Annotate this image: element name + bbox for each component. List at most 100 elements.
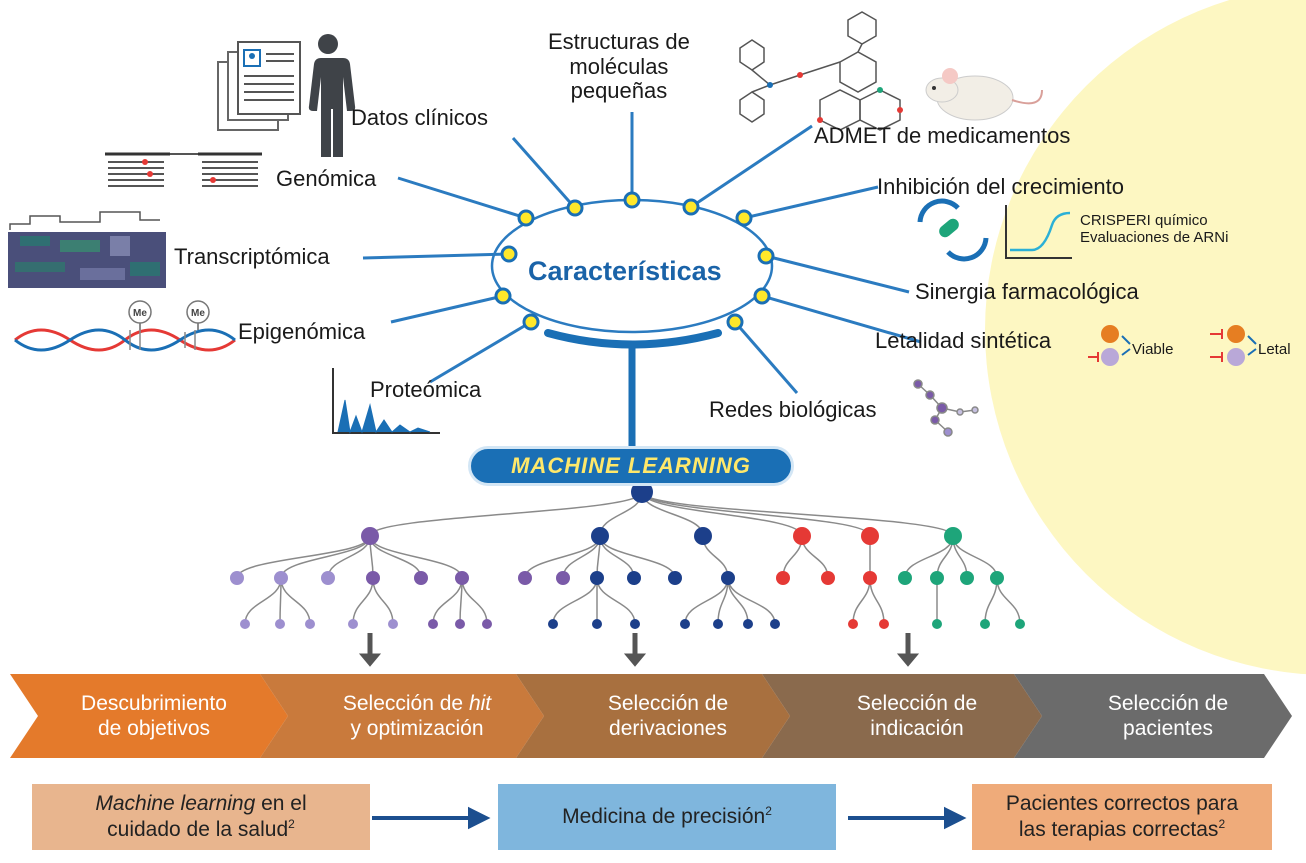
outcome-arrows <box>372 806 967 830</box>
lethal-icon <box>1210 325 1257 366</box>
growth-curve-icon <box>1005 205 1072 259</box>
tree-node <box>630 619 640 629</box>
tree-node <box>713 619 723 629</box>
molecule-atoms <box>767 72 903 123</box>
label-small-molecules: Estructuras de moléculas pequeñas <box>548 29 690 104</box>
genomics-icon <box>105 152 262 187</box>
tree-node <box>944 527 962 545</box>
methyl-mark-2: Me <box>191 308 205 319</box>
tree-node <box>821 571 835 585</box>
tree-node <box>898 571 912 585</box>
tree-node <box>776 571 790 585</box>
tree-node <box>428 619 438 629</box>
tree-node <box>863 571 877 585</box>
tree-node <box>1015 619 1025 629</box>
clinical-documents-icon <box>217 41 301 131</box>
capsule-icon <box>939 218 959 238</box>
outcome-right-patients: Pacientes correctos para las terapias co… <box>972 784 1272 850</box>
machine-learning-label: MACHINE LEARNING <box>511 453 751 478</box>
genomics-markers <box>142 159 216 183</box>
label-lethal: Letal <box>1258 341 1291 358</box>
ml-decision-tree <box>230 481 1025 629</box>
tree-node <box>455 571 469 585</box>
label-transcriptomics: Transcriptómica <box>174 244 330 269</box>
network-icon <box>913 379 979 437</box>
viable-icon <box>1088 325 1131 366</box>
label-clinical-data: Datos clínicos <box>351 105 488 130</box>
down-arrows <box>358 633 920 667</box>
background-circle <box>985 0 1306 675</box>
spectrum-icon <box>332 368 440 434</box>
tree-node <box>960 571 974 585</box>
tree-node <box>721 571 735 585</box>
tree-node <box>274 571 288 585</box>
tree-node <box>861 527 879 545</box>
tree-node <box>930 571 944 585</box>
label-viable: Viable <box>1132 341 1174 358</box>
label-growth-inhibition: Inhibición del crecimiento <box>877 174 1125 199</box>
tree-node <box>743 619 753 629</box>
tree-node <box>388 619 398 629</box>
tree-node <box>680 619 690 629</box>
ring-base-arc <box>544 329 722 349</box>
machine-learning-badge: MACHINE LEARNING <box>468 446 794 486</box>
tree-node <box>793 527 811 545</box>
tree-node <box>668 571 682 585</box>
tree-node <box>631 481 653 503</box>
label-epigenomics: Epigenómica <box>238 319 366 344</box>
heatmap-icon <box>8 211 166 288</box>
tree-node <box>361 527 379 545</box>
tree-node <box>348 619 358 629</box>
tree-node <box>848 619 858 629</box>
human-body-icon <box>308 34 356 157</box>
tree-node <box>627 571 641 585</box>
label-genomics: Genómica <box>276 166 377 191</box>
chevron-stage-1 <box>10 674 288 758</box>
tree-node <box>694 527 712 545</box>
outcome-ml-healthcare: Machine learning en el cuidado de la sal… <box>32 784 370 850</box>
tree-node <box>305 619 315 629</box>
tree-node <box>590 571 604 585</box>
molecule-structure-icon <box>739 11 901 131</box>
label-admet: ADMET de medicamentos <box>814 123 1071 148</box>
tree-node <box>591 527 609 545</box>
methyl-mark-1: Me <box>133 308 147 319</box>
stage-chevrons <box>10 674 1292 758</box>
mouse-icon <box>925 68 1043 121</box>
label-synthetic-lethality: Letalidad sintética <box>875 328 1052 353</box>
tree-node <box>879 619 889 629</box>
tree-node <box>482 619 492 629</box>
cycle-arrows-icon <box>917 198 989 262</box>
label-proteomics: Proteómica <box>370 377 482 402</box>
tree-node <box>455 619 465 629</box>
chevron-stage-3 <box>516 674 790 758</box>
ring-nodes <box>494 191 775 331</box>
tree-node <box>770 619 780 629</box>
features-title: Características <box>528 256 722 286</box>
tree-node <box>980 619 990 629</box>
tree-node <box>240 619 250 629</box>
tree-node <box>321 571 335 585</box>
dna-helix-icon <box>14 300 236 352</box>
tree-node <box>518 571 532 585</box>
tree-node <box>275 619 285 629</box>
tree-node <box>230 571 244 585</box>
outcome-precision-medicine: Medicina de precisión2 <box>498 784 836 850</box>
tree-node <box>592 619 602 629</box>
tree-node <box>932 619 942 629</box>
label-drug-synergy: Sinergia farmacológica <box>915 279 1139 304</box>
label-crispr: CRISPERI químico Evaluaciones de ARNi <box>1080 212 1229 247</box>
label-biological-networks: Redes biológicas <box>709 397 877 422</box>
chevron-stage-2 <box>260 674 544 758</box>
tree-node <box>556 571 570 585</box>
tree-node <box>366 571 380 585</box>
chevron-stage-5 <box>1014 674 1292 758</box>
tree-node <box>548 619 558 629</box>
